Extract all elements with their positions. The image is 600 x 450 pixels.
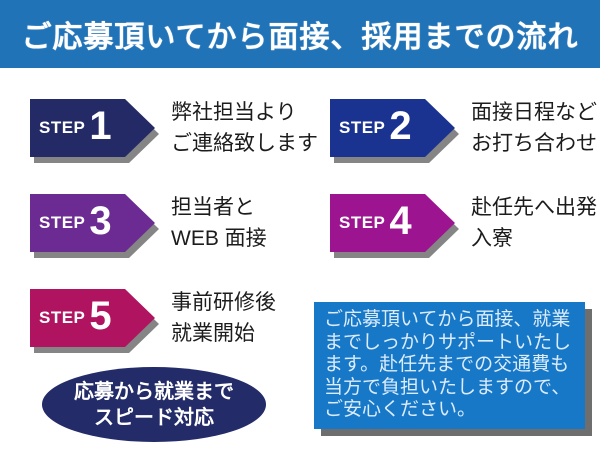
step-5: STEP 5 事前研修後 就業開始 [30,287,276,349]
step-5-description-line-1: 事前研修後 [171,291,276,314]
step-3: STEP 3 担当者と WEB 面接 [30,192,267,254]
support-note-box: ご応募頂いてから面接、就業 までしっかりサポートいたし ます。赴任先までの交通費… [314,302,585,429]
step-5-number: 5 [89,294,112,338]
step-1-description-line-1: 弊社担当より [171,101,297,124]
step-1-number: 1 [89,104,112,148]
step-1: STEP 1 弊社担当より ご連絡致します [30,97,318,159]
step-2-number: 2 [389,104,412,148]
step-4-description: 赴任先へ出発 入寮 [471,192,597,254]
step-3-description-line-1: 担当者と [171,196,255,219]
step-2-description-line-1: 面接日程など [471,101,597,124]
speed-badge-line-2: スピード対応 [94,406,214,429]
step-2-description-line-2: お打ち合わせ [471,132,597,155]
step-1-description: 弊社担当より ご連絡致します [171,97,318,159]
step-3-number: 3 [89,199,112,243]
step-3-arrow-shape: STEP 3 [30,194,155,252]
speed-badge-line-1: 応募から就業まで [74,380,234,403]
step-4-arrow: STEP 4 [330,194,455,252]
step-4-label: STEP [339,213,386,232]
step-1-arrow: STEP 1 [30,99,155,157]
step-2: STEP 2 面接日程など お打ち合わせ [330,97,597,159]
step-1-arrow-shape: STEP 1 [30,99,155,157]
step-1-label: STEP [39,118,86,137]
support-note-line-1: ご応募頂いてから面接、就業 [324,309,571,330]
step-4: STEP 4 赴任先へ出発 入寮 [330,192,597,254]
support-note-line-3: ます。赴任先までの交通費も [324,354,570,375]
step-1-description-line-2: ご連絡致します [171,132,318,155]
step-4-number: 4 [389,199,412,243]
step-2-arrow-shape: STEP 2 [330,99,455,157]
step-5-description: 事前研修後 就業開始 [171,287,276,349]
step-5-label: STEP [39,308,86,327]
support-note-line-4: 当方で負担いたしますので、 [324,376,571,398]
step-3-arrow: STEP 3 [30,194,155,252]
step-4-description-line-1: 赴任先へ出発 [471,196,597,219]
step-3-description: 担当者と WEB 面接 [171,192,267,254]
step-5-arrow: STEP 5 [30,289,155,347]
step-2-description: 面接日程など お打ち合わせ [471,97,597,159]
step-4-description-line-2: 入寮 [471,227,513,250]
speed-badge: 応募から就業まで スピード対応 [42,367,266,442]
page-title: ご応募頂いてから面接、採用までの流れ [21,21,579,54]
header-banner: ご応募頂いてから面接、採用までの流れ [0,0,600,68]
step-3-label: STEP [39,213,86,232]
support-note-line-5: ご安心ください。 [324,399,477,420]
step-2-label: STEP [339,118,386,137]
step-5-arrow-shape: STEP 5 [30,289,155,347]
support-note-line-2: までしっかりサポートいたし [324,331,572,353]
step-3-description-line-2: WEB 面接 [171,227,267,250]
step-5-description-line-2: 就業開始 [171,322,255,345]
step-4-arrow-shape: STEP 4 [330,194,455,252]
step-2-arrow: STEP 2 [330,99,455,157]
